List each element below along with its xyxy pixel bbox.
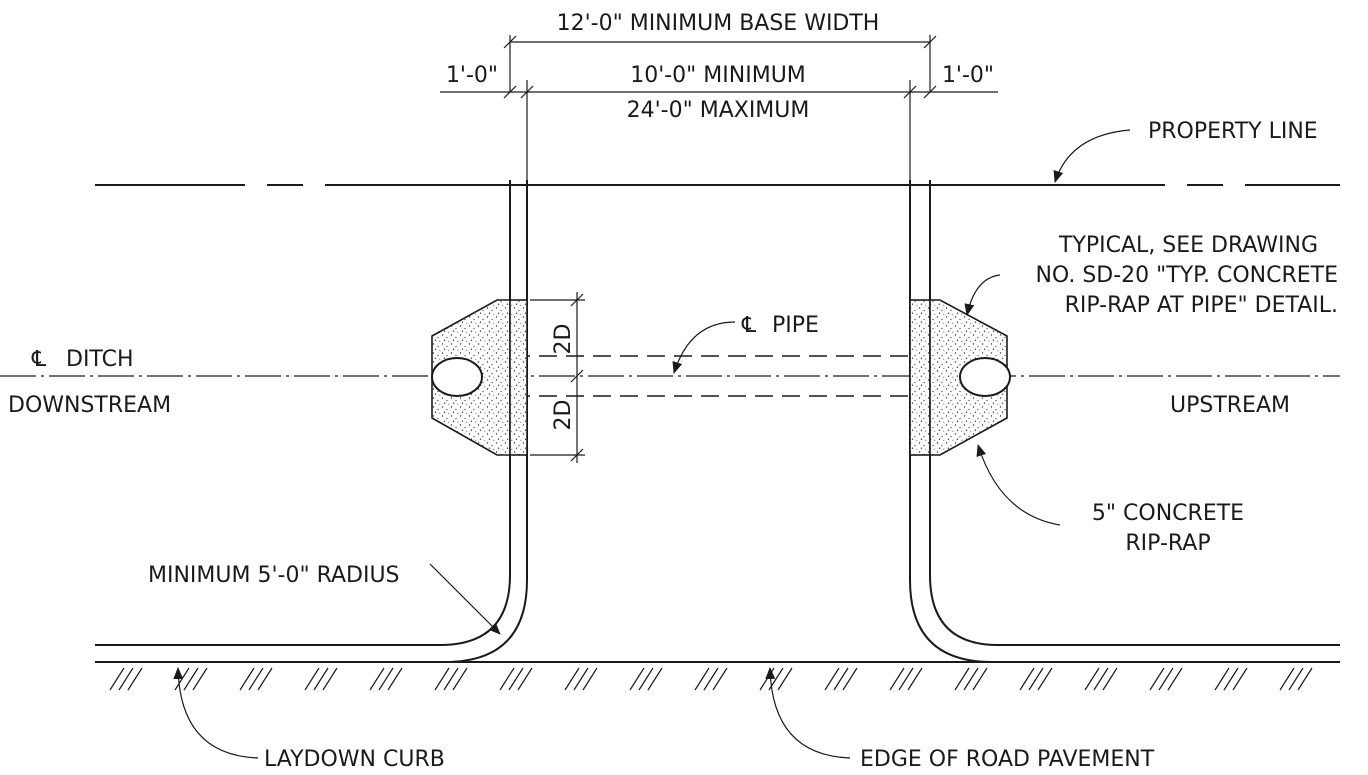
dimension-base-width: 12'-0" MINIMUM BASE WIDTH	[503, 11, 937, 92]
ground-hatch-mark	[499, 667, 515, 691]
cl-symbol-ditch: ℄	[31, 347, 47, 372]
ground-hatch-mark	[1279, 667, 1295, 691]
ground-hatch-mark	[434, 667, 450, 691]
ground-hatch-mark	[824, 667, 840, 691]
ground-hatch-mark	[963, 667, 979, 691]
riprap-line-1: 5" CONCRETE	[1092, 501, 1244, 526]
ground-hatch-mark	[174, 667, 190, 691]
pipe-end-downstream	[431, 357, 483, 397]
left-offset-label: 1'-0"	[446, 63, 498, 88]
ground-hatch-mark	[248, 667, 264, 691]
ground-hatch-mark	[1167, 667, 1183, 691]
ground-hatch-mark	[443, 667, 459, 691]
radius-label: MINIMUM 5'-0" RADIUS	[148, 563, 400, 588]
base-width-label: 12'-0" MINIMUM BASE WIDTH	[557, 11, 880, 36]
ground-hatch-mark	[508, 667, 524, 691]
downstream-label: DOWNSTREAM	[8, 393, 171, 418]
ground-hatch-mark	[1102, 667, 1118, 691]
maximum-width-label: 24'-0" MAXIMUM	[627, 98, 810, 123]
upstream-label: UPSTREAM	[1170, 393, 1290, 418]
ground-hatch-mark	[387, 667, 403, 691]
ground-hatch-mark	[517, 667, 533, 691]
property-line-label: PROPERTY LINE	[1148, 119, 1318, 144]
ground-hatch-mark	[833, 667, 849, 691]
right-offset-label: 1'-0"	[942, 63, 994, 88]
riprap-reference-note: TYPICAL, SEE DRAWING NO. SD-20 "TYP. CON…	[964, 233, 1338, 318]
lower-2d-label: 2D	[551, 400, 576, 431]
ground-hatch-mark	[183, 667, 199, 691]
ground-hatch-mark	[703, 667, 719, 691]
riprap-material-note: 5" CONCRETE RIP-RAP	[976, 444, 1244, 556]
note-line-1: TYPICAL, SEE DRAWING	[1058, 233, 1318, 258]
ground-hatch-mark	[1214, 667, 1230, 691]
property-line: PROPERTY LINE	[95, 119, 1340, 186]
upper-2d-label: 2D	[551, 324, 576, 355]
ground-hatch-mark	[1232, 667, 1248, 691]
ground-hatch-mark	[322, 667, 338, 691]
ground-hatch-mark	[1288, 667, 1304, 691]
ground-hatch-mark	[1158, 667, 1174, 691]
ground-hatch-mark	[1093, 667, 1109, 691]
riprap-line-2: RIP-RAP	[1125, 531, 1210, 556]
edge-pavement-label: EDGE OF ROAD PAVEMENT	[860, 747, 1155, 772]
ground-hatch-mark	[118, 667, 134, 691]
ground-hatch-mark	[369, 667, 385, 691]
ground-hatch-mark	[647, 667, 663, 691]
ground-hatch-mark	[954, 667, 970, 691]
ground-hatch-mark	[1297, 667, 1313, 691]
road-pavement-edge	[95, 661, 1340, 691]
cl-ditch-label: DITCH	[66, 347, 133, 372]
dimension-2d: 2D 2D	[530, 292, 585, 463]
cl-pipe-label: PIPE	[772, 313, 819, 338]
ground-hatch-mark	[1084, 667, 1100, 691]
ground-hatch-mark	[564, 667, 580, 691]
ground-hatch-mark	[694, 667, 710, 691]
ground-hatch-mark	[313, 667, 329, 691]
cl-symbol-pipe: ℄	[741, 313, 757, 338]
laydown-curb-label: LAYDOWN CURB	[264, 747, 445, 772]
ground-hatch-mark	[972, 667, 988, 691]
ground-hatch-mark	[1149, 667, 1165, 691]
ground-hatch-mark	[239, 667, 255, 691]
ground-hatch-mark	[582, 667, 598, 691]
ground-hatch-mark	[1028, 667, 1044, 691]
minimum-width-label: 10'-0" MINIMUM	[630, 63, 806, 88]
ground-hatch-mark	[777, 667, 793, 691]
ground-hatch-mark	[304, 667, 320, 691]
ground-hatch-mark	[573, 667, 589, 691]
ditch-centerline: ℄ DITCH DOWNSTREAM UPSTREAM	[0, 347, 1340, 418]
note-line-2: NO. SD-20 "TYP. CONCRETE	[1035, 263, 1338, 288]
ground-hatch-mark	[638, 667, 654, 691]
pipe: ℄ PIPE	[458, 313, 985, 397]
radius-note: MINIMUM 5'-0" RADIUS	[148, 563, 501, 635]
ground-hatch-mark	[378, 667, 394, 691]
ground-hatch-mark	[1037, 667, 1053, 691]
ground-hatch-mark	[192, 667, 208, 691]
note-line-3: RIP-RAP AT PIPE" DETAIL.	[1065, 293, 1338, 318]
ground-hatch-mark	[898, 667, 914, 691]
ground-hatch-mark	[1019, 667, 1035, 691]
riprap-upstream	[909, 299, 1011, 456]
ground-hatch-mark	[127, 667, 143, 691]
riprap-downstream	[431, 299, 528, 456]
edge-pavement-callout: EDGE OF ROAD PAVEMENT	[765, 667, 1155, 772]
ground-hatch-mark	[907, 667, 923, 691]
dimension-offsets: 1'-0" 10'-0" MINIMUM 24'-0" MAXIMUM 1'-0…	[440, 63, 998, 180]
ground-hatch-mark	[257, 667, 273, 691]
pipe-end-upstream	[959, 357, 1011, 397]
ground-hatch-mark	[452, 667, 468, 691]
ground-hatch-mark	[842, 667, 858, 691]
ground-hatch-mark	[712, 667, 728, 691]
laydown-curb-callout: LAYDOWN CURB	[173, 667, 445, 772]
ground-hatch-mark	[889, 667, 905, 691]
ground-hatch-mark	[109, 667, 125, 691]
ground-hatch-mark	[629, 667, 645, 691]
ground-hatch-mark	[1223, 667, 1239, 691]
